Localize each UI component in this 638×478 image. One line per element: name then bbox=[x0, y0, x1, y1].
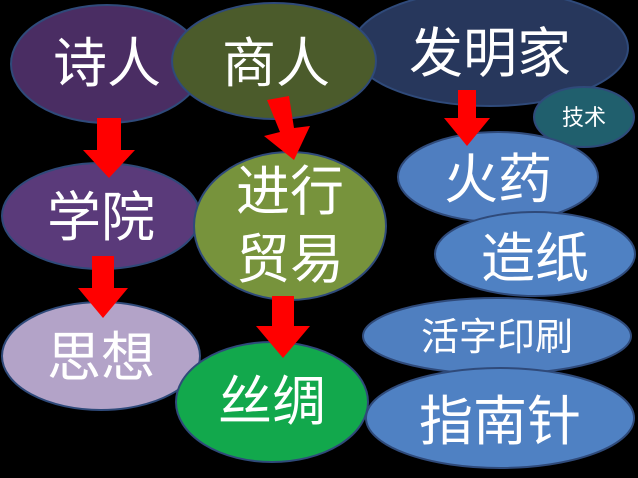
trade-label-line2: 贸易 bbox=[236, 228, 344, 291]
inventor-label: 发明家 bbox=[409, 22, 571, 85]
arrow-trade-to-silk bbox=[256, 296, 310, 358]
arrow-inventor-to-gunpowder bbox=[444, 90, 490, 146]
papermaking-bubble bbox=[434, 211, 636, 297]
arrow-poet-to-academy bbox=[83, 118, 135, 178]
gunpowder-label: 火药 bbox=[444, 148, 552, 211]
academy-label: 学院 bbox=[47, 186, 155, 249]
merchant-bubble bbox=[171, 2, 377, 120]
poet-label: 诗人 bbox=[53, 32, 161, 95]
technology-label: 技术 bbox=[562, 106, 606, 131]
arrow-merchant-to-trade bbox=[264, 96, 310, 160]
thought-label: 思想 bbox=[47, 326, 155, 389]
trade-label-line1: 进行 bbox=[236, 160, 344, 223]
silk-label: 丝绸 bbox=[218, 370, 326, 433]
movable-type-label: 活字印刷 bbox=[421, 315, 573, 359]
arrow-academy-to-thought bbox=[78, 256, 128, 318]
papermaking-label: 造纸 bbox=[481, 227, 589, 290]
compass-label: 指南针 bbox=[419, 390, 581, 453]
compass-bubble bbox=[365, 367, 635, 469]
merchant-label: 商人 bbox=[222, 32, 330, 95]
technology-bubble bbox=[533, 86, 635, 148]
